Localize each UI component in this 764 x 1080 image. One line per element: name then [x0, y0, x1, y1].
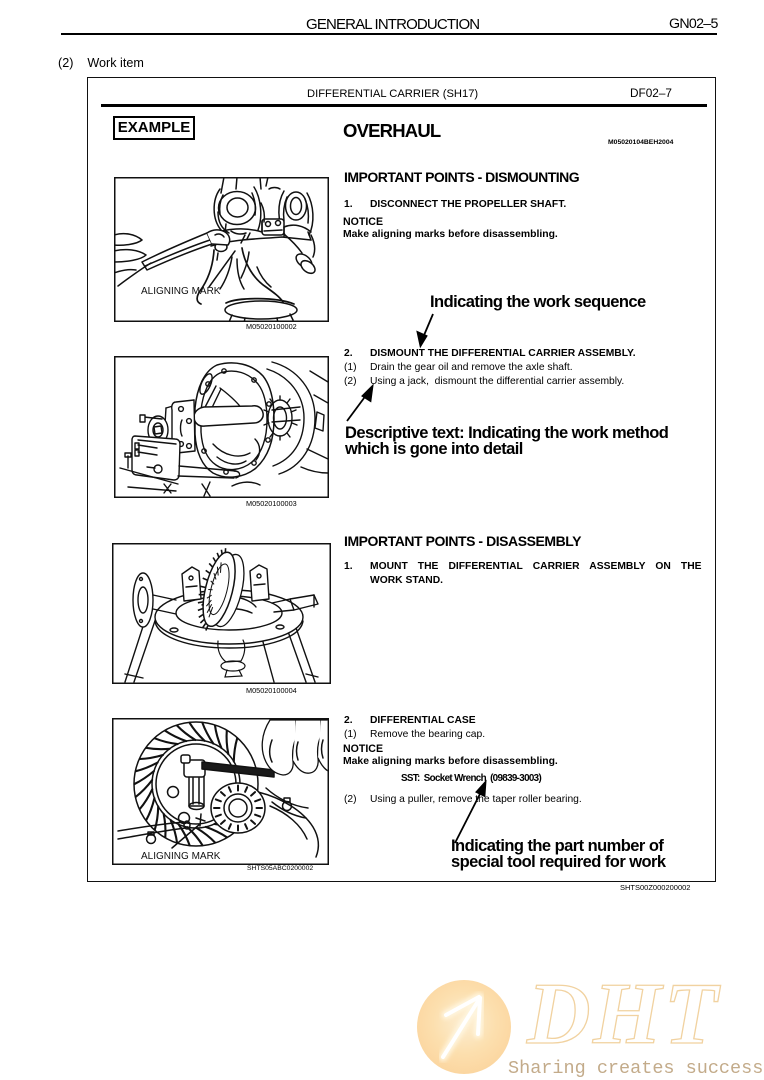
svg-text:ALIGNING MARK: ALIGNING MARK	[141, 286, 221, 297]
svg-text:ALIGNING MARK: ALIGNING MARK	[141, 851, 221, 862]
svg-text:Sharing creates success: Sharing creates success	[508, 1058, 763, 1079]
svg-text:DHT: DHT	[526, 968, 721, 1063]
